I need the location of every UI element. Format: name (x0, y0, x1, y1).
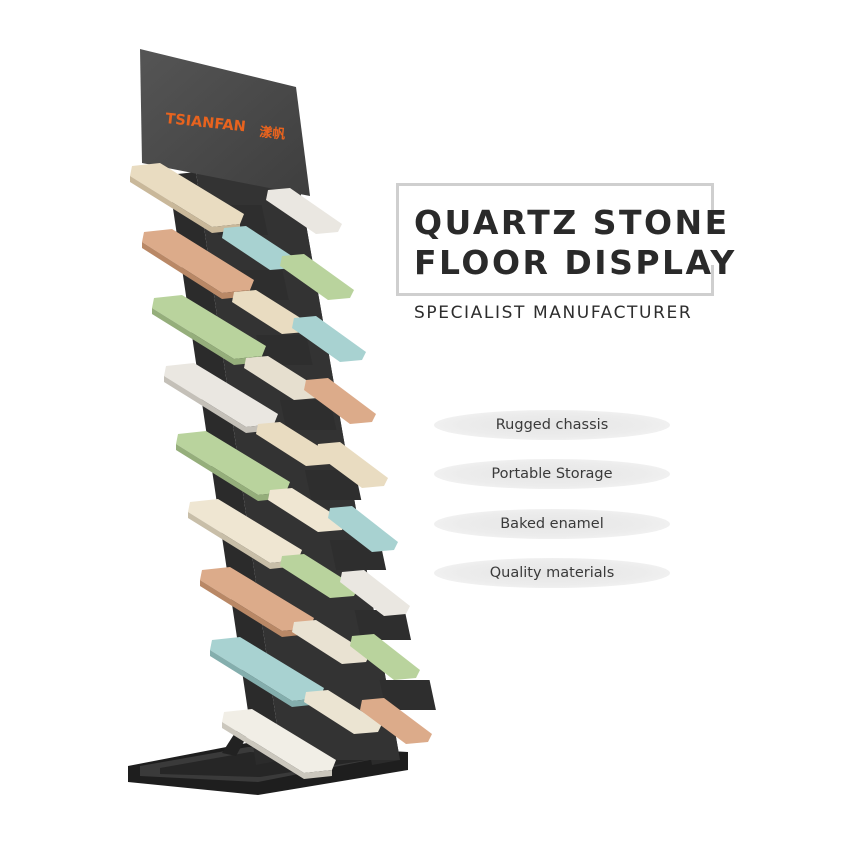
subtitle: SPECIALIST MANUFACTURER (414, 303, 693, 323)
sign-panel: TSIANFAN 漾帆 (140, 49, 310, 196)
brand-logo-chinese: 漾帆 (259, 124, 287, 143)
frame-right-edge-lower (711, 265, 714, 296)
feature-label: Portable Storage (491, 466, 613, 482)
feature-label: Quality materials (489, 565, 615, 581)
feature-pill-rugged-chassis: Rugged chassis (434, 410, 670, 440)
frame-bottom-edge (396, 293, 714, 296)
title-frame (396, 183, 716, 296)
headline-line-2: FLOOR DISPLAY (414, 243, 737, 282)
frame-left-edge (396, 183, 399, 296)
feature-pill-portable-storage: Portable Storage (434, 459, 670, 489)
feature-label: Baked enamel (500, 516, 604, 532)
frame-top-edge (396, 183, 714, 186)
tile-column-right (266, 188, 432, 744)
feature-pill-baked-enamel: Baked enamel (434, 509, 670, 539)
frame-right-edge-upper (711, 183, 714, 213)
feature-label: Rugged chassis (495, 417, 609, 433)
tile-column-middle (222, 226, 382, 734)
feature-pill-quality-materials: Quality materials (434, 558, 670, 588)
headline-line-1: QUARTZ STONE (414, 203, 730, 242)
